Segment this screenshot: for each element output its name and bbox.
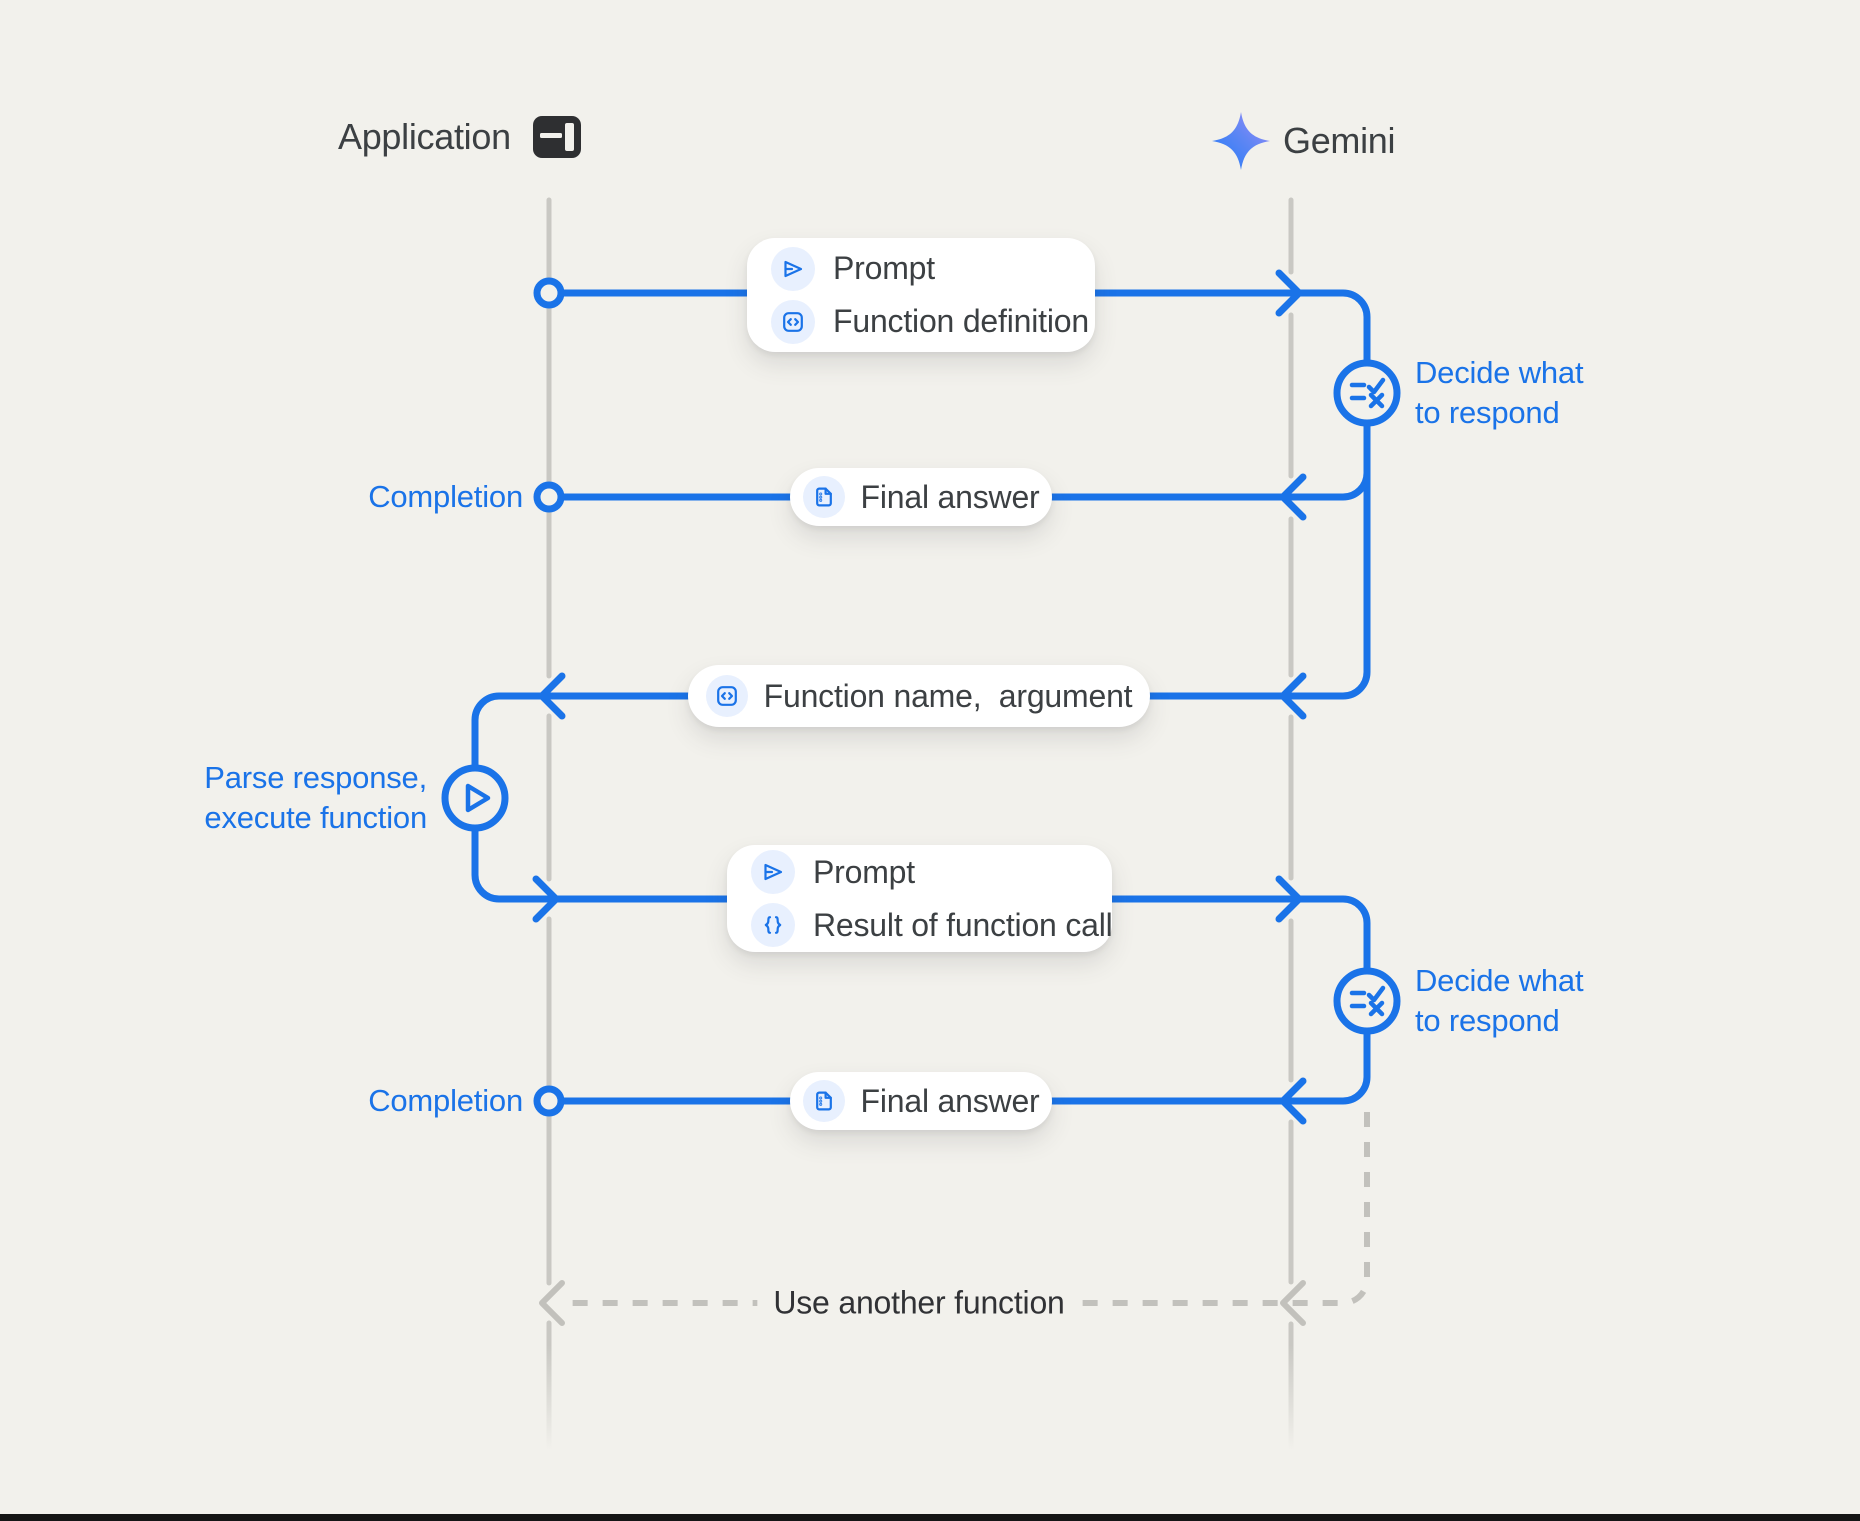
arrow-left-gemini-3	[1279, 1077, 1307, 1125]
bottom-edge-bar	[0, 1514, 1860, 1521]
actor-gemini: Gemini	[1283, 120, 1396, 162]
parse-node	[441, 764, 509, 832]
arrow-left-application	[538, 672, 566, 720]
document-icon	[802, 476, 845, 518]
parse-note: Parse response, execute function	[150, 758, 427, 838]
decide-note-line: to respond	[1415, 1003, 1560, 1038]
decide-note-line: Decide what	[1415, 355, 1584, 390]
decide-node-2	[1333, 967, 1401, 1035]
parse-note-line: execute function	[204, 800, 427, 835]
arrow-right-gemini-1	[1275, 269, 1303, 317]
message-label: Function name, argument	[763, 677, 1133, 714]
application-label: Application	[338, 116, 511, 157]
arrow-right-gemini-2	[1275, 875, 1303, 923]
message-label: Result of function call	[813, 906, 1113, 943]
code-icon	[771, 299, 815, 344]
loop-arrow-gemini	[1280, 1280, 1306, 1326]
decide-note-1: Decide what to respond	[1415, 353, 1584, 433]
loop-dashed-line	[539, 1112, 1370, 1326]
message-box-prompt-function-definition: Prompt Function definition	[747, 238, 1095, 352]
braces-icon	[751, 903, 795, 947]
code-icon	[705, 675, 748, 717]
decide-rule-icon	[1349, 985, 1386, 1017]
decide-note-line: to respond	[1415, 395, 1560, 430]
message-label: Prompt	[813, 853, 915, 890]
completion-label-2: Completion	[368, 1083, 523, 1118]
message-box-final-answer-2: Final answer	[790, 1072, 1052, 1130]
decide-note-2: Decide what to respond	[1415, 961, 1584, 1041]
message-box-final-answer-1: Final answer	[790, 468, 1052, 526]
completion-label-1: Completion	[368, 479, 523, 514]
start-ring-1	[533, 277, 565, 309]
arrow-left-gemini-1	[1279, 473, 1307, 521]
arrow-right-application	[532, 875, 560, 923]
play-icon	[465, 783, 491, 813]
message-label: Final answer	[860, 478, 1040, 515]
message-start-rings	[533, 277, 565, 1117]
message-row: Function definition	[771, 299, 1089, 344]
send-icon	[751, 850, 795, 894]
send-icon	[771, 246, 815, 291]
document-icon	[802, 1080, 845, 1122]
parse-note-line: Parse response,	[204, 760, 427, 795]
gemini-sparkle-icon	[1212, 112, 1270, 170]
message-row: Prompt	[751, 850, 1088, 894]
message-box-function-name: Function name, argument	[688, 665, 1150, 727]
message-row: Prompt	[771, 246, 1071, 291]
message-label: Function definition	[833, 303, 1089, 339]
app-window-icon	[532, 116, 581, 158]
decide-note-line: Decide what	[1415, 963, 1584, 998]
message-label: Prompt	[833, 250, 935, 286]
decide-rule-icon	[1349, 377, 1386, 409]
message-row: Result of function call	[751, 903, 1113, 947]
gemini-label: Gemini	[1283, 120, 1396, 161]
actor-application: Application	[338, 116, 581, 158]
start-ring-2	[533, 481, 565, 513]
message-box-prompt-result: Prompt Result of function call	[727, 845, 1113, 952]
arrow-left-gemini-2	[1279, 672, 1307, 720]
decide-node-1	[1333, 359, 1401, 427]
message-label: Final answer	[860, 1082, 1040, 1119]
loop-label: Use another function	[757, 1284, 1081, 1322]
start-ring-3	[533, 1085, 565, 1117]
loop-arrow-application	[539, 1280, 565, 1326]
